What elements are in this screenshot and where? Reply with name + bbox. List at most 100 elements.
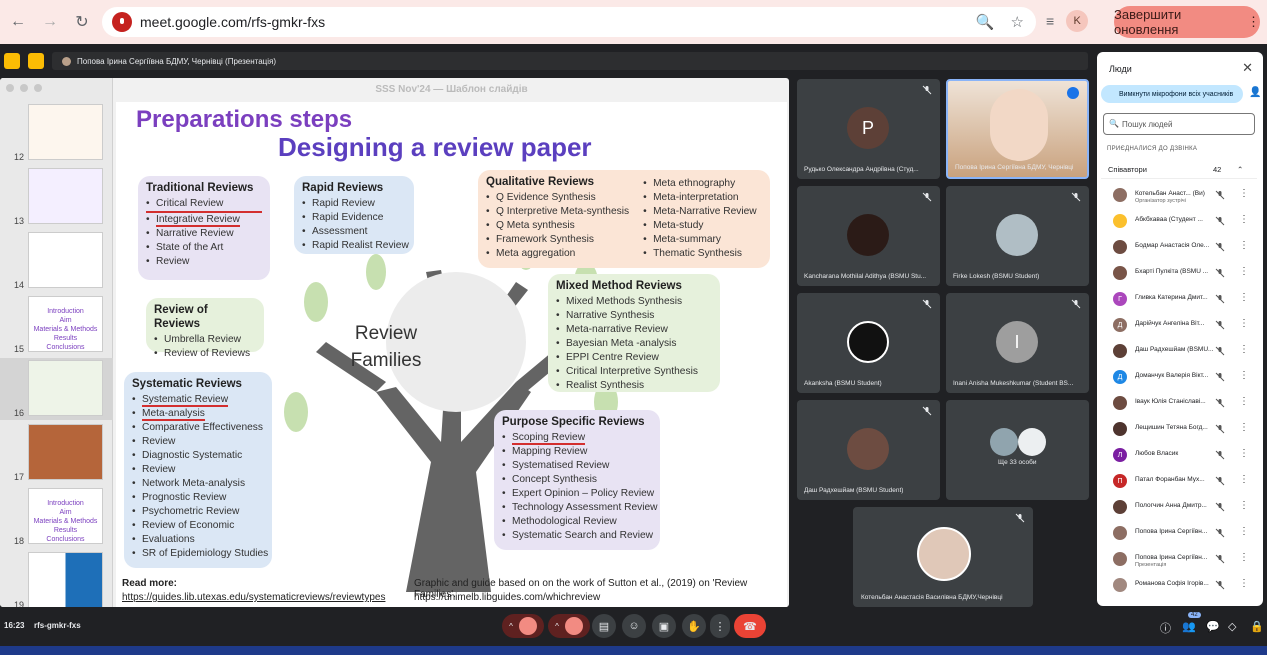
participant-tile[interactable]: Akanksha (BSMU Student)	[797, 293, 940, 393]
zoom-icon[interactable]: 🔍	[975, 14, 995, 31]
mic-options-button[interactable]: ^	[502, 614, 544, 638]
reload-icon[interactable]: ↻	[75, 14, 89, 31]
recording-mic-icon[interactable]	[112, 12, 132, 32]
participant-list-item[interactable]: Котельбан Анаст... (Ви)Організатор зустр…	[1097, 182, 1263, 208]
participant-list-item[interactable]: Абкбхаваа (Студент ...⋮	[1097, 208, 1263, 234]
more-vert-icon[interactable]: ⋮	[1239, 214, 1249, 225]
participant-list-item[interactable]: Бхарті Пулкіта (BSMU ...⋮	[1097, 260, 1263, 286]
more-options-button[interactable]: ⋮	[710, 614, 730, 638]
more-vert-icon[interactable]: ⋮	[1239, 396, 1249, 407]
mic-off-icon[interactable]	[1215, 190, 1225, 200]
more-vert-icon[interactable]: ⋮	[1239, 500, 1249, 511]
which-review-link[interactable]: https://unimelb.libguides.com/whichrevie…	[414, 592, 601, 603]
mic-off-icon[interactable]	[1215, 242, 1225, 252]
mic-off-icon[interactable]	[1215, 450, 1225, 460]
slide-thumb-17[interactable]: 17	[0, 422, 113, 484]
participant-list-item[interactable]: Пологчин Анна Дмитр...⋮	[1097, 494, 1263, 520]
mic-off-icon[interactable]	[1215, 216, 1225, 226]
co-hosts-group[interactable]: Співавтори 42 ⌃	[1101, 161, 1257, 179]
captions-button[interactable]: ▤	[592, 614, 616, 638]
participant-list-item[interactable]: Попова Ірина Сергіївн...Презентація⋮	[1097, 546, 1263, 572]
mic-off-icon[interactable]	[1215, 346, 1225, 356]
participant-list-item[interactable]: Бодмар Анастасія Оле...⋮	[1097, 234, 1263, 260]
raise-hand-button[interactable]: ✋	[682, 614, 706, 638]
read-more-link[interactable]: https://guides.lib.utexas.edu/systematic…	[122, 592, 386, 603]
participant-tile[interactable]: Firke Lokesh (BSMU Student)	[946, 186, 1089, 286]
mic-off-icon[interactable]	[1215, 476, 1225, 486]
more-vert-icon[interactable]: ⋮	[1239, 292, 1249, 303]
address-bar[interactable]: meet.google.com/rfs-gmkr-fxs 🔍 ☆	[102, 7, 1036, 37]
slide-thumb-14[interactable]: 14	[0, 230, 113, 292]
add-people-icon[interactable]: 👤	[1249, 87, 1262, 98]
mic-off-icon[interactable]	[1215, 294, 1225, 304]
box-review-of-reviews: Review of Reviews Umbrella Review Review…	[146, 298, 264, 361]
participant-tile-speaking[interactable]: Попова Ірина Сергіївна БДМУ, Чернівці	[946, 79, 1089, 179]
more-vert-icon[interactable]: ⋮	[1239, 266, 1249, 277]
chat-bubble-icon[interactable]: 💬	[1206, 621, 1220, 633]
participant-list-item[interactable]: Попова Ірина Сергіївн...⋮	[1097, 520, 1263, 546]
more-vert-icon[interactable]: ⋮	[1239, 578, 1249, 589]
mute-all-button[interactable]: Вимкнути мікрофони всіх учасників	[1101, 85, 1243, 103]
mic-off-icon[interactable]	[1215, 398, 1225, 408]
more-vert-icon[interactable]: ⋮	[1239, 370, 1249, 381]
bookmark-star-icon[interactable]: ☆	[1010, 14, 1024, 31]
chat-icon[interactable]	[4, 53, 20, 69]
end-update-button[interactable]: Завершити оновлення ⋮	[1114, 6, 1260, 38]
back-icon[interactable]: ←	[10, 13, 26, 30]
more-vert-icon[interactable]: ⋮	[1239, 552, 1249, 563]
search-people-input[interactable]: Пошук людей	[1103, 113, 1255, 135]
mic-off-icon[interactable]	[1215, 554, 1225, 564]
mic-off-icon[interactable]	[1215, 372, 1225, 382]
participant-list-item[interactable]: Даш Радхешйам (BSMU...⋮	[1097, 338, 1263, 364]
more-vert-icon[interactable]: ⋮	[1239, 526, 1249, 537]
participant-tile[interactable]: Kancharana Mothilal Adithya (BSMU Stu...	[797, 186, 940, 286]
profile-avatar[interactable]: K	[1066, 10, 1089, 32]
emoji-button[interactable]: ☺	[622, 614, 646, 638]
more-vert-icon[interactable]: ⋮	[1239, 344, 1249, 355]
participant-tile[interactable]: Котельбан Анастасія Василівна БДМУ,Черні…	[853, 507, 1033, 607]
mic-off-icon[interactable]	[1215, 320, 1225, 330]
slide-thumb-16[interactable]: 16	[0, 358, 113, 420]
more-vert-icon[interactable]: ⋮	[1239, 422, 1249, 433]
more-participants-tile[interactable]: Ще 33 особи	[946, 400, 1089, 500]
forward-icon[interactable]: →	[42, 13, 58, 30]
slide-thumb-12[interactable]: 12	[0, 102, 113, 164]
mic-off-icon[interactable]	[1215, 580, 1225, 590]
info-icon[interactable]: ⓘ	[1160, 623, 1171, 635]
participant-tile[interactable]: P Рудько Олександра Андріївна (Студ...	[797, 79, 940, 179]
mic-off-icon[interactable]	[1215, 268, 1225, 278]
more-vert-icon[interactable]: ⋮	[1239, 474, 1249, 485]
more-vert-icon[interactable]: ⋮	[1239, 188, 1249, 199]
more-vert-icon[interactable]: ⋮	[1239, 240, 1249, 251]
slide-thumb-13[interactable]: 13	[0, 166, 113, 228]
activities-icon[interactable]: ◇	[1228, 621, 1237, 633]
close-icon[interactable]: ✕	[1242, 60, 1253, 75]
mic-off-icon	[518, 617, 537, 635]
camera-options-button[interactable]: ^	[548, 614, 590, 638]
pin-icon[interactable]	[28, 53, 44, 69]
people-icon[interactable]: 👥	[1182, 621, 1196, 633]
media-icon[interactable]: ≡	[1046, 13, 1055, 29]
end-call-button[interactable]: ☎	[734, 614, 766, 638]
slide-thumb-19[interactable]: 19	[0, 550, 113, 607]
present-button[interactable]: ▣	[652, 614, 676, 638]
participant-tile[interactable]: Даш Радхешйам (BSMU Student)	[797, 400, 940, 500]
mic-off-icon[interactable]	[1215, 502, 1225, 512]
mic-off-icon[interactable]	[1215, 424, 1225, 434]
participant-list-item[interactable]: Романова Софія Ігорів...⋮	[1097, 572, 1263, 598]
more-vert-icon[interactable]: ⋮	[1239, 448, 1249, 459]
mic-off-icon[interactable]	[1215, 528, 1225, 538]
participant-list-item[interactable]: Іваук Юлія Станіславі...⋮	[1097, 390, 1263, 416]
chevron-up-icon[interactable]: ⌃	[1237, 165, 1244, 174]
participant-tile[interactable]: I Inani Anisha Mukeshkumar (Student BS..…	[946, 293, 1089, 393]
participant-list-item[interactable]: Лещишин Тетяна Богд...⋮	[1097, 416, 1263, 442]
more-vert-icon[interactable]: ⋮	[1239, 318, 1249, 329]
host-controls-icon[interactable]: 🔒	[1250, 621, 1264, 633]
